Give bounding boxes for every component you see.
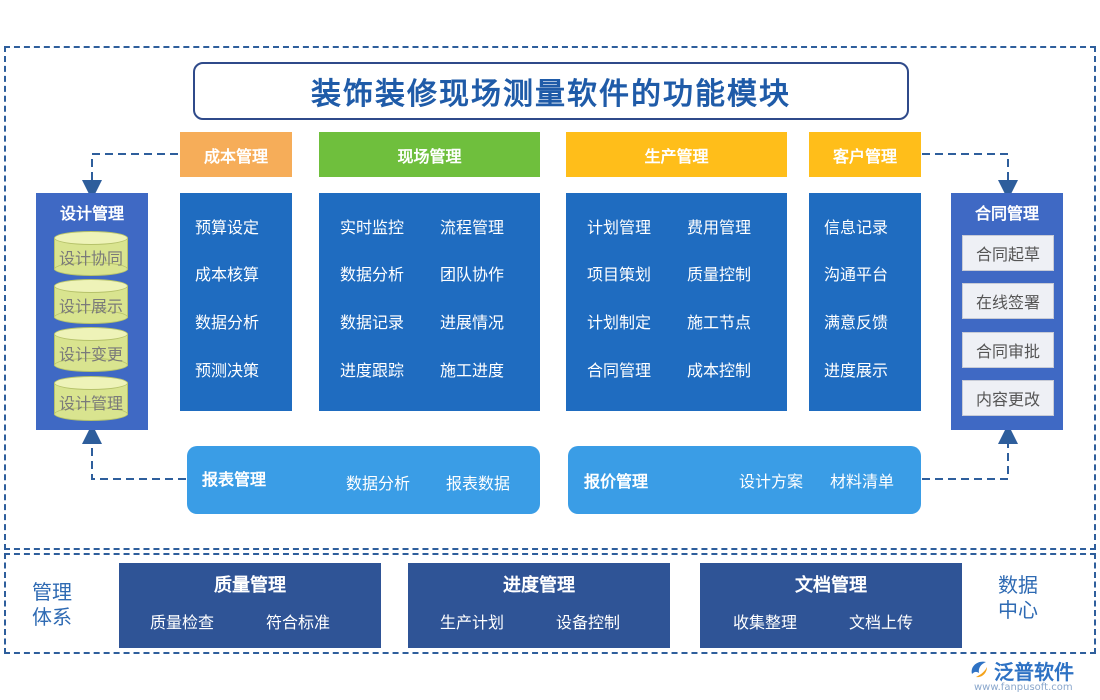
report-item: 报表数据 [446,474,511,493]
design-item: 设计变更 [58,345,123,364]
site-item: 数据记录 [340,313,405,332]
header-site: 现场管理 [319,132,540,177]
production-item: 质量控制 [687,265,752,284]
design-title: 设计管理 [59,204,124,223]
production-item: 成本控制 [687,361,752,380]
site-item: 团队协作 [440,265,505,284]
logo-brand-text: 泛普软件 [994,660,1074,684]
cost-item: 预算设定 [195,218,260,237]
bar-quote: 报价管理 设计方案 材料清单 [568,446,921,514]
production-item: 计划管理 [587,218,652,237]
production-item: 计划制定 [587,313,652,332]
client-item: 满意反馈 [824,313,889,332]
data-center-label: 数据 中心 [998,573,1038,622]
progress-item: 设备控制 [556,613,621,632]
panel-site: 实时监控 流程管理 数据分析 团队协作 数据记录 进展情况 进度跟踪 施工进度 [319,193,540,411]
database-icon: 设计展示 [54,279,128,324]
client-item: 进度展示 [824,361,889,380]
cost-item: 成本核算 [195,265,260,284]
site-item: 进展情况 [440,313,505,332]
quality-title: 质量管理 [214,575,286,596]
logo-url-text: www.fanpusoft.com [974,682,1073,693]
database-icon: 设计协同 [54,231,128,276]
brand-logo: 泛普软件 www.fanpusoft.com [968,656,1096,696]
client-item: 信息记录 [824,218,889,237]
quote-item: 设计方案 [739,472,804,491]
production-item: 施工节点 [687,313,752,332]
contract-item: 合同审批 [962,332,1054,368]
production-item: 项目策划 [587,265,652,284]
panel-cost: 预算设定 成本核算 数据分析 预测决策 [180,193,292,411]
bar-report: 报表管理 数据分析 报表数据 [187,446,540,514]
contract-item: 在线签署 [962,283,1054,319]
quote-item: 材料清单 [830,472,895,491]
report-item: 数据分析 [346,474,411,493]
design-item: 设计管理 [58,394,123,413]
site-item: 流程管理 [440,218,505,237]
database-icon: 设计变更 [54,327,128,372]
cost-item: 预测决策 [195,361,260,380]
panel-production: 计划管理 费用管理 项目策划 质量控制 计划制定 施工节点 合同管理 成本控制 [566,193,787,411]
box-progress: 进度管理 生产计划 设备控制 [408,563,670,648]
arrow-quote-to-contract [922,424,1018,480]
document-item: 文档上传 [849,613,914,632]
panel-contract: 合同管理 合同起草 在线签署 合同审批 内容更改 [951,193,1063,430]
client-item: 沟通平台 [824,265,889,284]
arrow-report-to-design [82,424,186,480]
management-system-label: 管理 体系 [32,580,72,629]
header-cost: 成本管理 [180,132,292,177]
cost-item: 数据分析 [195,313,260,332]
bottom-frame [4,553,1096,654]
quality-item: 质量检查 [150,613,215,632]
report-title: 报表管理 [202,470,267,489]
arrow-client-to-contract [922,153,1018,200]
box-quality: 质量管理 质量检查 符合标准 [119,563,381,648]
site-item: 数据分析 [340,265,405,284]
progress-title: 进度管理 [503,575,575,596]
main-frame [4,46,1096,550]
panel-client: 信息记录 沟通平台 满意反馈 进度展示 [809,193,921,411]
contract-item: 合同起草 [962,235,1054,271]
box-document: 文档管理 收集整理 文档上传 [700,563,962,648]
logo-icon [971,661,987,678]
site-item: 实时监控 [340,218,405,237]
database-icon: 设计管理 [54,376,128,421]
production-item: 合同管理 [587,361,652,380]
quote-title: 报价管理 [584,472,649,491]
quality-item: 符合标准 [266,613,331,632]
progress-item: 生产计划 [440,613,505,632]
production-item: 费用管理 [687,218,752,237]
site-item: 施工进度 [440,361,505,380]
panel-design: 设计管理 设计协同 设计展示 设计变更 设计管理 [36,193,148,430]
arrow-cost-to-design [82,153,178,200]
document-title: 文档管理 [795,575,867,596]
header-production: 生产管理 [566,132,787,177]
page-title: 装饰装修现场测量软件的功能模块 [193,62,909,120]
contract-title: 合同管理 [974,204,1039,223]
design-item: 设计协同 [58,249,123,268]
design-item: 设计展示 [58,297,123,316]
contract-item: 内容更改 [962,380,1054,416]
header-client: 客户管理 [809,132,921,177]
site-item: 进度跟踪 [340,361,405,380]
document-item: 收集整理 [733,613,798,632]
